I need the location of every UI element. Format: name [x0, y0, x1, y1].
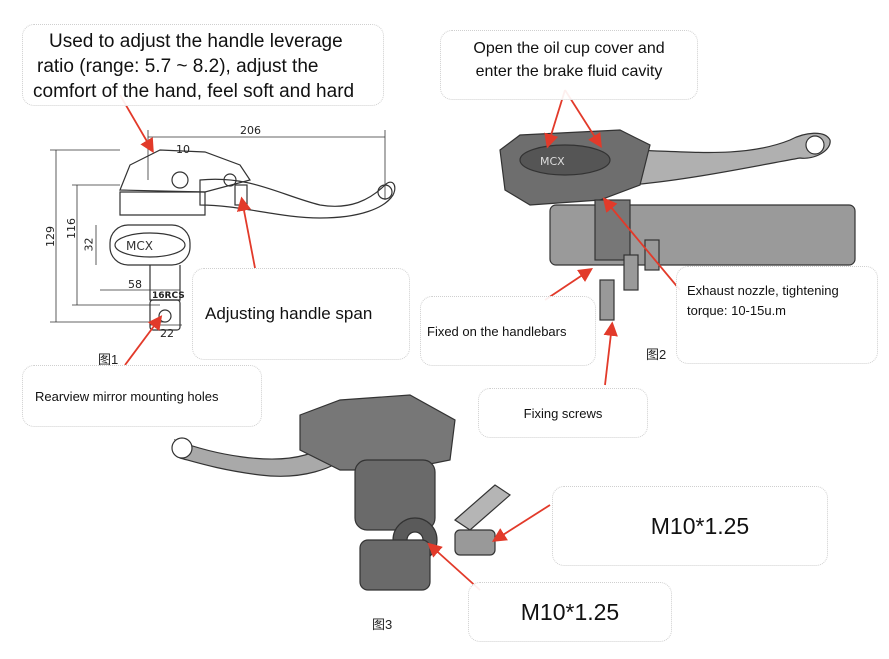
leverage-line-1: Used to adjust the handle leverage	[49, 31, 343, 52]
dim-22: 22	[160, 327, 174, 340]
callout-oil-cup: Open the oil cup cover and enter the bra…	[440, 30, 698, 100]
dim-116: 116	[65, 218, 78, 239]
leverage-line-2: ratio (range: 5.7 ~ 8.2), adjust the	[37, 56, 319, 77]
exhaust-line-2: torque: 10-15u.m	[687, 303, 787, 318]
dim-10: 10	[176, 143, 190, 156]
oilcup-line-1: Open the oil cup cover and	[473, 40, 665, 57]
screws-text: Fixing screws	[523, 405, 603, 421]
handlebars-text: Fixed on the handlebars	[427, 323, 567, 339]
callout-exhaust-nozzle: Exhaust nozzle, tightening torque: 10-15…	[676, 266, 878, 364]
callout-leverage-ratio: Used to adjust the handle leverage ratio…	[22, 24, 384, 106]
figure-1-caption: 图1	[98, 352, 119, 367]
callout-fixing-screws: Fixing screws	[478, 388, 648, 438]
figure-2-caption: 图2	[646, 347, 667, 362]
callout-mirror-holes: Rearview mirror mounting holes	[22, 365, 262, 427]
mirror-text: Rearview mirror mounting holes	[35, 388, 219, 404]
dim-129: 129	[44, 226, 57, 247]
oilcup-line-2: enter the brake fluid cavity	[475, 63, 663, 80]
dim-206: 206	[240, 124, 261, 137]
dim-58: 58	[128, 278, 142, 291]
brand-mark-fig2: MCX	[540, 155, 565, 168]
exhaust-line-1: Exhaust nozzle, tightening	[687, 283, 839, 298]
callout-thread-right: M10*1.25	[552, 486, 828, 566]
thread-bottom-text: M10*1.25	[520, 598, 620, 625]
thread-right-text: M10*1.25	[650, 512, 750, 539]
figure3-drawing	[171, 394, 511, 591]
brand-mark-fig1: MCX	[126, 239, 153, 253]
figure2-drawing	[499, 129, 856, 321]
span-text: Adjusting handle span	[205, 304, 373, 323]
figure-3-caption: 图3	[372, 617, 393, 632]
model-label: 16RCS	[152, 291, 185, 301]
callout-handle-span: Adjusting handle span	[192, 268, 410, 360]
dim-32: 32	[82, 237, 96, 252]
leverage-line-3: comfort of the hand, feel soft and hard	[33, 81, 355, 102]
callout-thread-bottom: M10*1.25	[468, 582, 672, 642]
callout-handlebars: Fixed on the handlebars	[420, 296, 596, 366]
